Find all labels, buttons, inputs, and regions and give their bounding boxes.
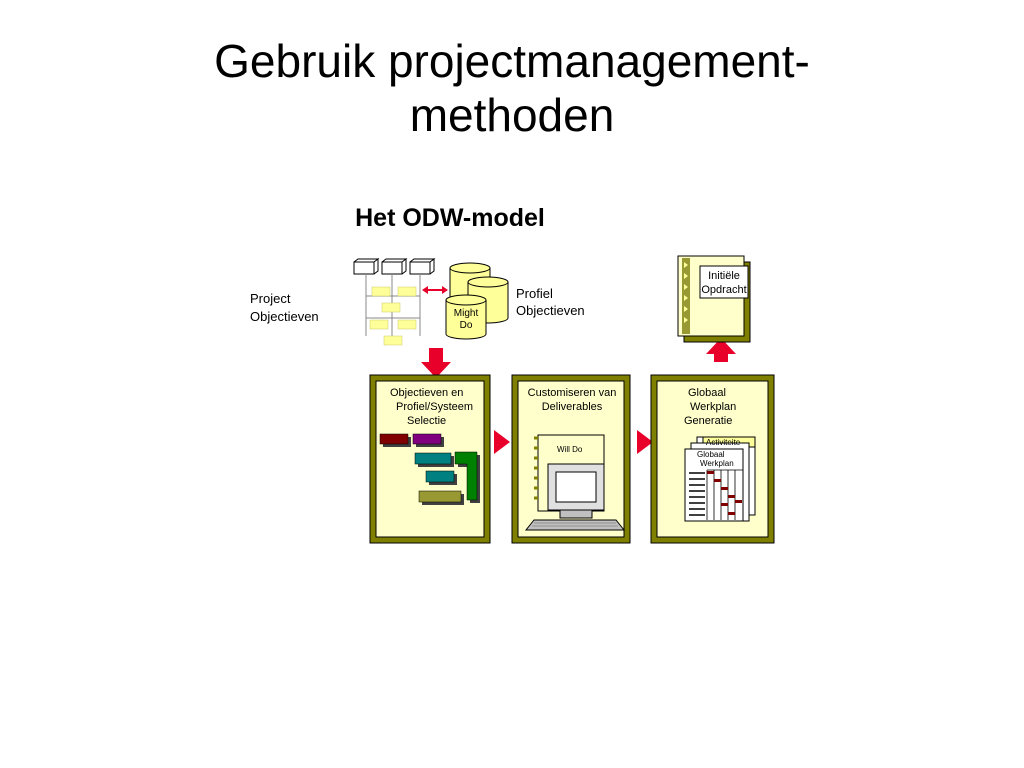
box-1-line-3: Selectie [407, 415, 447, 427]
title-line-1: Gebruik projectmanagement- [214, 35, 810, 87]
workplan-documents-icon [684, 436, 756, 522]
box-3-line-2: Werkplan [690, 401, 737, 413]
profiel-label-line-2: Objectieven [516, 303, 585, 318]
might-do-label: Might Do [446, 308, 486, 332]
project-label-line-2: Objectieven [250, 309, 319, 324]
box-2-title: Customiseren van Deliverables [520, 386, 624, 414]
globaal-small-line-1: Globaal [697, 450, 725, 459]
box-1-line-1: Objectieven en [390, 387, 464, 399]
might-do-line-2: Do [459, 320, 473, 331]
globaal-small-line-2: Werkplan [700, 459, 734, 468]
arrow-right-icon-2 [637, 430, 653, 454]
arrow-down-icon [421, 348, 451, 378]
box-3-title: Globaal Werkplan Generatie [684, 386, 736, 428]
title-line-2: methoden [409, 89, 615, 141]
box-2-line-1: Customiseren van [527, 387, 617, 399]
initiele-line-2: Opdracht [701, 284, 747, 296]
slide-title: Gebruik projectmanagement- methoden [0, 34, 1024, 142]
gantt-bars-icon [379, 433, 480, 505]
will-do-label: Will Do [557, 445, 583, 454]
arrow-up-icon [706, 338, 736, 362]
box-1-title: Objectieven en Profiel/Systeem Selectie [390, 386, 473, 428]
database-cylinders-icon [445, 262, 509, 340]
arrow-right-icon-1 [494, 430, 510, 454]
might-do-line-1: Might [453, 308, 479, 319]
box-3-line-1: Globaal [688, 387, 726, 399]
diagram-subtitle: Het ODW-model [355, 204, 545, 232]
globaal-werkplan-small-label: Globaal Werkplan [697, 450, 734, 468]
box-1-line-2: Profiel/Systeem [396, 401, 474, 413]
box-3-line-3: Generatie [684, 415, 733, 427]
profiel-objectieven-label: Profiel Objectieven [516, 285, 585, 319]
profiel-label-line-1: Profiel [516, 286, 553, 301]
double-arrow-icon [422, 286, 448, 294]
box-2-line-2: Deliverables [541, 401, 603, 413]
activiteite-label: Activiteite [706, 438, 741, 447]
project-label-line-1: Project [250, 291, 291, 306]
project-objectieven-label: Project Objectieven [250, 290, 319, 325]
org-chart-icon [353, 258, 436, 346]
initiele-opdracht-label: Initiële Opdracht [698, 269, 750, 297]
computer-icon [524, 434, 626, 531]
binder-book-icon [677, 255, 751, 343]
initiele-line-1: Initiële [708, 270, 740, 282]
